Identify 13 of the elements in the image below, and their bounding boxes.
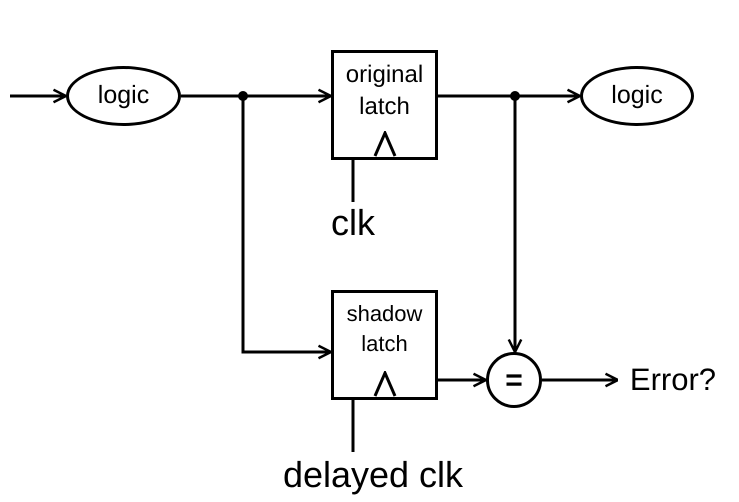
latch-box <box>331 290 438 400</box>
node-label: original latch <box>344 60 424 122</box>
signal-label: Error? <box>630 362 716 398</box>
latch-box <box>331 50 438 160</box>
signal-label: clk <box>331 203 375 243</box>
node-label: = <box>505 364 523 396</box>
signal-label: delayed clk <box>282 455 464 495</box>
node-label: logic <box>98 82 150 110</box>
node-label: logic <box>611 82 663 110</box>
node-label: shadow latch <box>346 300 424 358</box>
connector-arrow <box>542 372 620 388</box>
connector-arrow <box>10 88 68 104</box>
connector-arrow <box>438 372 488 388</box>
